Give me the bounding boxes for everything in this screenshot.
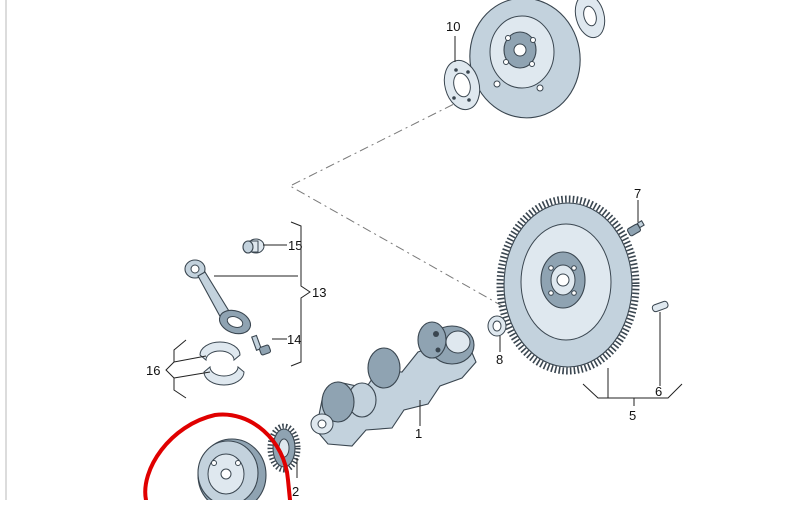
bracket-5 [582,383,683,399]
dowel-pin-6 [651,300,669,313]
bushing-15 [242,238,265,254]
connecting-rod [184,259,252,335]
callout-5: 5 [629,408,636,423]
bushing-8 [487,315,507,337]
leader-16a [173,355,207,363]
callout-1: 1 [415,426,422,441]
bolt-7 [626,220,645,237]
shim-plate-10 [443,59,481,111]
callout-14: 14 [287,332,301,347]
callout-13: 13 [312,285,326,300]
callout-10: 10 [446,19,460,34]
leader-16b [173,371,211,379]
callout-6: 6 [655,384,662,399]
bracket-16 [165,339,187,399]
callout-8: 8 [496,352,503,367]
shim-plate-right [574,0,606,39]
flywheel-ring-gear [496,195,640,375]
bearing-shells-16 [199,341,245,386]
bracket-13 [290,221,311,367]
bolt-14 [251,334,272,356]
callout-7: 7 [634,186,641,201]
crankshaft [310,321,477,447]
callout-16: 16 [146,363,160,378]
callout-2: 2 [292,484,299,499]
crankshaft-pulley [197,438,267,505]
red-highlight-circle [143,412,292,502]
flywheel-top [469,0,581,119]
callout-15: 15 [288,238,302,253]
center-axis-line [288,95,521,317]
